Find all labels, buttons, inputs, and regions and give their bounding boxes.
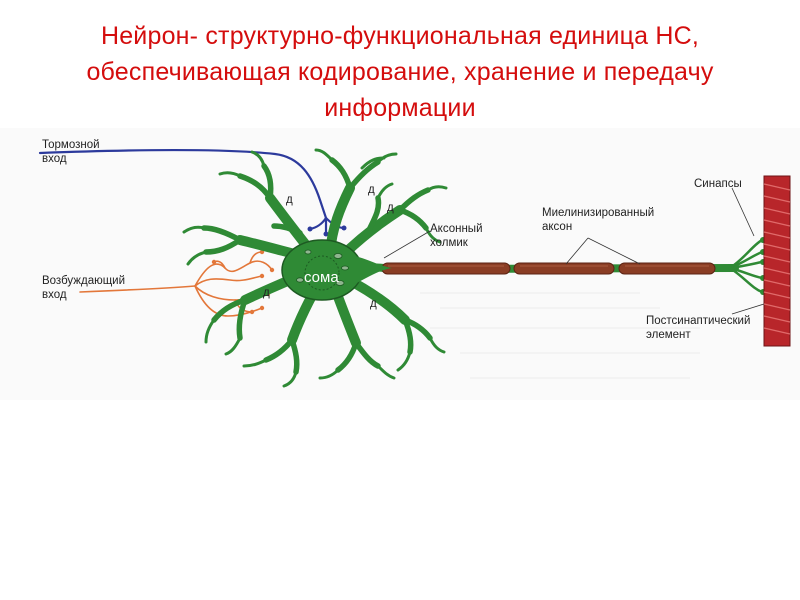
dendrite-mark: д [263, 287, 270, 299]
axon-hillock [355, 256, 392, 284]
soma-label: сома [304, 269, 339, 286]
nissl-bodies [296, 249, 349, 286]
title-line-1: Нейрон- структурно-функциональная единиц… [100, 22, 700, 50]
dendrite-mark: д [286, 194, 293, 206]
leader-lines [383, 187, 765, 315]
dendrite-mark: д [370, 298, 377, 310]
dendrite-mark: д [368, 184, 375, 196]
dendrite-mark: д [387, 202, 394, 214]
excitatory-input-label: Возбуждающий вход [42, 275, 126, 301]
neuron-illustration [38, 148, 791, 388]
nucleus [304, 255, 340, 291]
neuron-diagram: Тормозной вход Возбуждающий вход Аксонны… [0, 128, 800, 400]
postsynaptic-element-label: Постсинаптический элемент [646, 315, 751, 341]
background-texture [420, 292, 700, 379]
title-line-2: обеспечивающая кодирование, хранение и п… [86, 58, 714, 86]
axon-terminals [728, 238, 764, 294]
title-line-3: информации [324, 94, 476, 122]
myelin-sheaths [381, 262, 716, 275]
inhibitory-input-label: Тормозной вход [42, 139, 100, 165]
inhibitory-terminals [307, 225, 347, 237]
page-title: Нейрон- структурно-функциональная единиц… [0, 18, 800, 126]
postsynaptic-texture [763, 183, 791, 335]
synapses-label: Синапсы [694, 178, 742, 190]
myelinated-axon-label: Миелинизированный аксон [542, 207, 655, 233]
axon-hillock-label: Аксонный холмик [430, 223, 483, 249]
